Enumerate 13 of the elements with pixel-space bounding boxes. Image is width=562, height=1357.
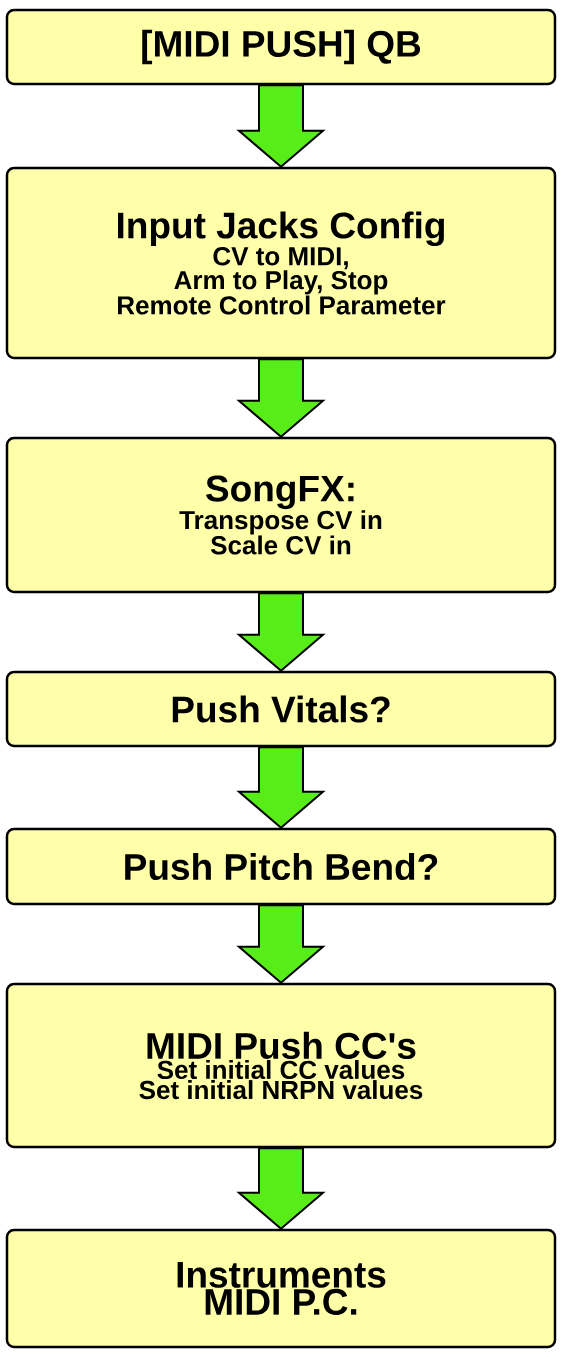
block-arrow <box>236 358 326 439</box>
block-arrow <box>236 904 326 985</box>
block-arrow <box>236 1147 326 1231</box>
process-box: Push Vitals? <box>5 670 557 748</box>
block-arrow <box>236 592 326 673</box>
process-box: SongFX: Transpose CV in Scale CV in <box>5 436 557 594</box>
block-arrow <box>236 746 326 830</box>
process-box: Instruments MIDI P.C. <box>5 1228 557 1349</box>
block-arrow <box>236 84 326 169</box>
process-box: Push Pitch Bend? <box>5 827 557 906</box>
process-box: [MIDI PUSH] QB <box>5 8 557 86</box>
process-box: MIDI Push CC's Set initial CC values Set initial NRPN values <box>5 982 557 1149</box>
process-box: Input Jacks Config CV to MIDI, Arm to Play, Stop Remote Control Parameter <box>5 166 557 360</box>
